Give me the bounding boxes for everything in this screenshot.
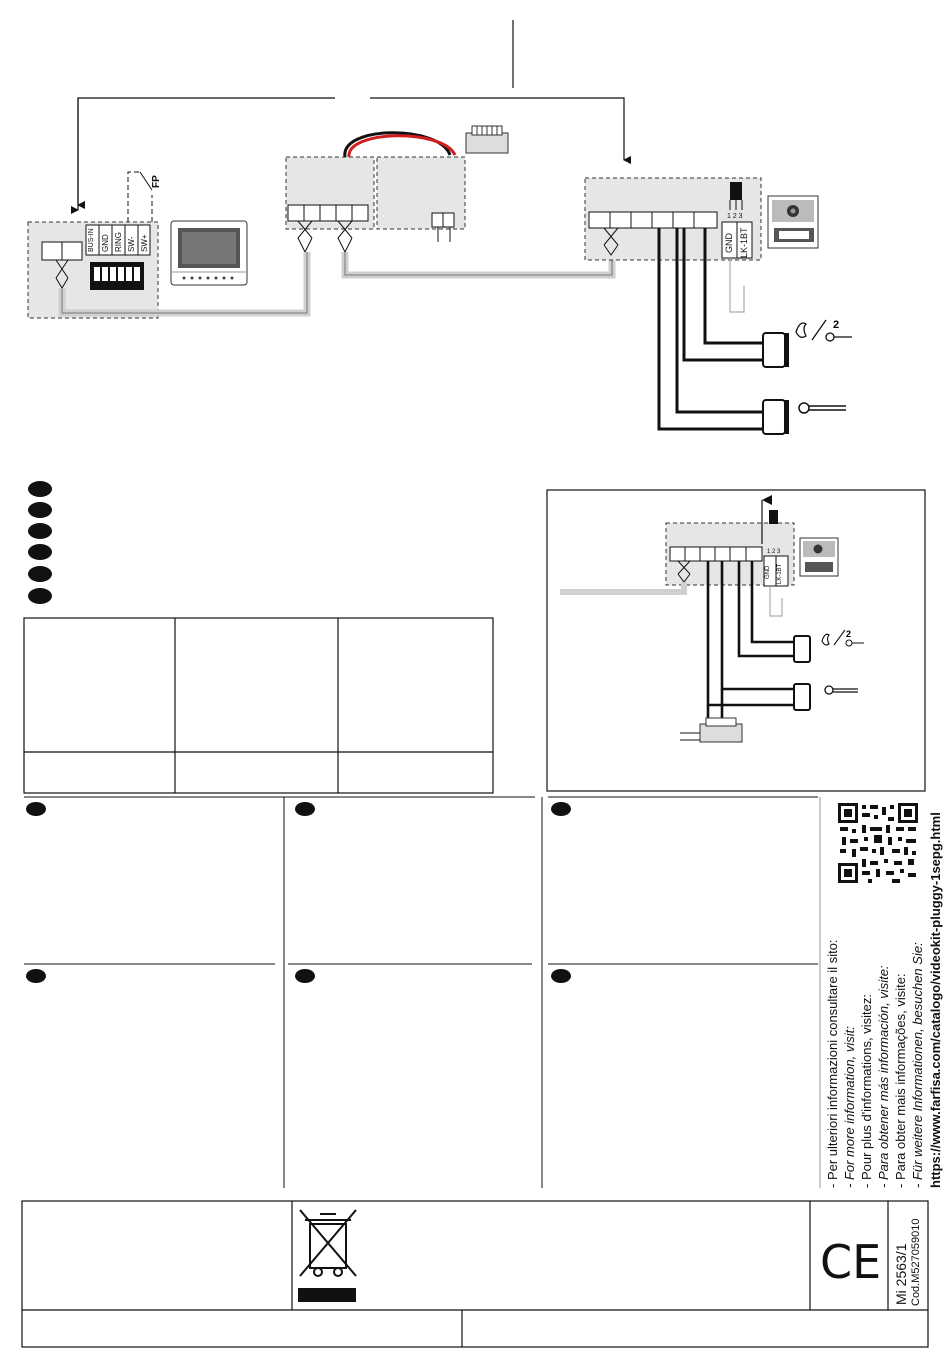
doc-number: Mi 2563/1 (893, 1243, 909, 1305)
jumper-inset-label: 1 2 3 (767, 549, 781, 555)
bus-distributor (285, 156, 375, 254)
monitor-terminal-sw-minus: SW- (127, 236, 136, 252)
spec-table (23, 617, 494, 794)
key-icon (798, 402, 846, 414)
fp-label: FP (151, 175, 162, 188)
weee-bin-icon (298, 1209, 357, 1302)
monitor-terminal-ring: RING (114, 232, 123, 252)
bell-icon: 2 (795, 319, 852, 342)
info-line-de: - Für weitere Informationen, besuchen Si… (910, 942, 925, 1188)
pushbutton-number: 2 (833, 319, 839, 331)
power-supply (376, 156, 466, 242)
info-line-fr: - Pour plus d'informations, visitez: (859, 994, 874, 1188)
monitor-terminal-sw-plus: SW+ (140, 234, 149, 252)
top-diagram: 1 2 3 2 (27, 20, 852, 435)
info-line-es: - Para obtener más información, visite: (876, 965, 891, 1188)
info-line-pt: - Para obter mais informações, visite: (893, 973, 908, 1188)
door-entry-panel-icon (767, 195, 819, 249)
monitor-picture (170, 220, 248, 286)
inset-lock-terminal-gnd: GND (765, 565, 771, 579)
outdoor-module: 1 2 3 (584, 177, 762, 261)
qr-code[interactable] (838, 803, 918, 883)
lock-terminal-lk1bt: LK-1BT (739, 227, 749, 258)
monitor-terminal-bus-in: BUS-IN (88, 228, 95, 252)
ce-mark: CE (820, 1235, 881, 1289)
inset-diagram: 1 2 3 2 (546, 489, 926, 792)
doc-code: Cod.M527059010 (910, 1218, 922, 1306)
language-bullets (28, 481, 52, 604)
info-line-en: - For more information, visit: (842, 1026, 857, 1188)
monitor-terminal-gnd: GND (101, 234, 110, 252)
dip-switch (90, 262, 144, 290)
lock-device (762, 332, 789, 435)
jumper-top-label: 1 2 3 (727, 213, 743, 220)
floor-push-switch (127, 171, 153, 222)
info-url-link[interactable]: https://www.farfisa.com/catalogo/videoki… (928, 812, 943, 1188)
info-line-it: - Per ulteriori informazioni consultare … (825, 939, 840, 1188)
lock-terminal-gnd: GND (724, 233, 734, 253)
language-sections (24, 796, 821, 1188)
footer-box (21, 1200, 929, 1348)
inset-lock-terminal-lk1bt: LK-1BT (777, 563, 783, 584)
inset-pushbutton-number: 2 (846, 629, 851, 639)
qr-code-graphic (838, 803, 918, 883)
monitor-unit (27, 221, 159, 319)
din-module (465, 125, 509, 154)
